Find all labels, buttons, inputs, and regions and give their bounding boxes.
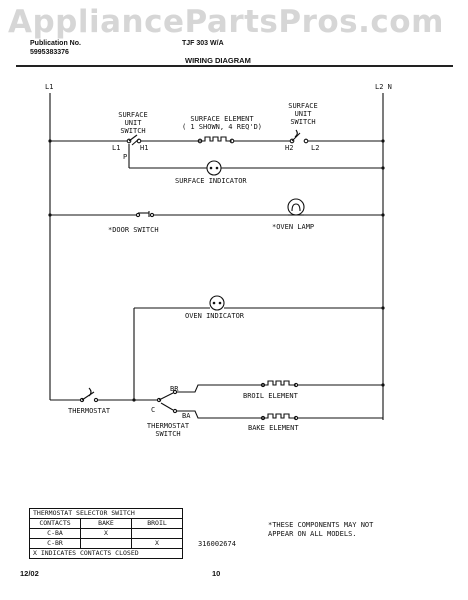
surface-indicator-lamp [206, 160, 222, 176]
right-switch-bimetal [294, 129, 298, 138]
surface-element-heater [200, 136, 232, 142]
oven-indicator-lamp [209, 295, 225, 311]
broil-wire-left [177, 384, 263, 393]
table-row: C-BA X [29, 528, 183, 539]
model-number: TJF 303 W/A [182, 40, 224, 47]
oven-lamp-label: *OVEN LAMP [272, 223, 314, 231]
term-h2-label: H2 [285, 144, 293, 152]
right-switch-contact [289, 138, 295, 144]
term-l1-label: L1 [112, 144, 120, 152]
surface-indicator-label: SURFACE INDICATOR [175, 177, 247, 185]
oven-indicator-label: OVEN INDICATOR [185, 312, 245, 320]
bake-element-label: BAKE ELEMENT [248, 424, 299, 432]
page-title: WIRING DIAGRAM [185, 56, 251, 65]
diagram-part-number: 316002674 [198, 540, 236, 548]
publication-label: Publication No. [30, 40, 81, 47]
l2n-label: L2 N [375, 83, 392, 91]
bake-wire-left [177, 410, 263, 419]
selector-blade-ba [160, 402, 174, 411]
left-switch-contact-2 [136, 138, 142, 144]
right-switch-contact-2 [303, 138, 309, 144]
oven-lamp-filament [291, 203, 301, 212]
watermark: AppliancePartsPros.com [8, 4, 444, 40]
broil-element-label: BROIL ELEMENT [243, 392, 299, 400]
term-c-label: C [151, 406, 155, 414]
table-header-bake: BAKE [80, 518, 132, 529]
header-rule [16, 65, 453, 67]
selector-common [156, 397, 162, 403]
selector-blade-br [158, 392, 174, 401]
l1-label: L1 [45, 83, 53, 91]
publication-number: 5995383376 [30, 49, 69, 56]
thermostat-switch-label-1: THERMOSTAT [147, 422, 190, 430]
components-note: *THESE COMPONENTS MAY NOT APPEAR ON ALL … [268, 521, 374, 538]
surface-element-label-2: ( 1 SHOWN, 4 REQ'D) [182, 123, 262, 131]
surface-unit-switch-left-label-2: UNIT [125, 119, 143, 127]
door-switch-label: *DOOR SWITCH [108, 226, 159, 234]
bake-element-heater [263, 413, 296, 419]
surface-unit-switch-left-label-3: SWITCH [120, 127, 145, 135]
term-h1-label: H1 [140, 144, 148, 152]
term-p-label: P [123, 153, 127, 161]
left-switch-blade-1 [128, 134, 138, 142]
thermostat-label: THERMOSTAT [68, 407, 111, 415]
left-switch-contact [126, 138, 132, 144]
thermostat-bimetal [88, 387, 92, 397]
surface-unit-switch-left-label-1: SURFACE [118, 111, 148, 119]
thermostat-selector-table: THERMOSTAT SELECTOR SWITCH CONTACTS BAKE… [29, 508, 183, 559]
surface-unit-switch-right-label-3: SWITCH [290, 118, 315, 126]
term-ba-label: BA [182, 412, 191, 420]
term-l2-label: L2 [311, 144, 319, 152]
surface-element-label-1: SURFACE ELEMENT [190, 115, 254, 123]
footer-date: 12/02 [20, 569, 39, 578]
surface-unit-switch-right-label-2: UNIT [295, 110, 313, 118]
table-title: THERMOSTAT SELECTOR SWITCH [29, 508, 183, 519]
table-header-contacts: CONTACTS [29, 518, 81, 529]
thermostat-switch-label-2: SWITCH [155, 430, 180, 438]
surface-unit-switch-right-label-1: SURFACE [288, 102, 318, 110]
table-footnote: X INDICATES CONTACTS CLOSED [29, 548, 183, 559]
term-br-label: BR [170, 385, 179, 393]
table-row: C-BR X [29, 538, 183, 549]
thermostat-blade [81, 391, 95, 401]
oven-lamp-icon [287, 198, 305, 216]
table-header-broil: BROIL [131, 518, 183, 529]
broil-element-heater [263, 380, 296, 386]
footer-page-number: 10 [212, 569, 221, 578]
right-switch-blade [291, 132, 301, 142]
